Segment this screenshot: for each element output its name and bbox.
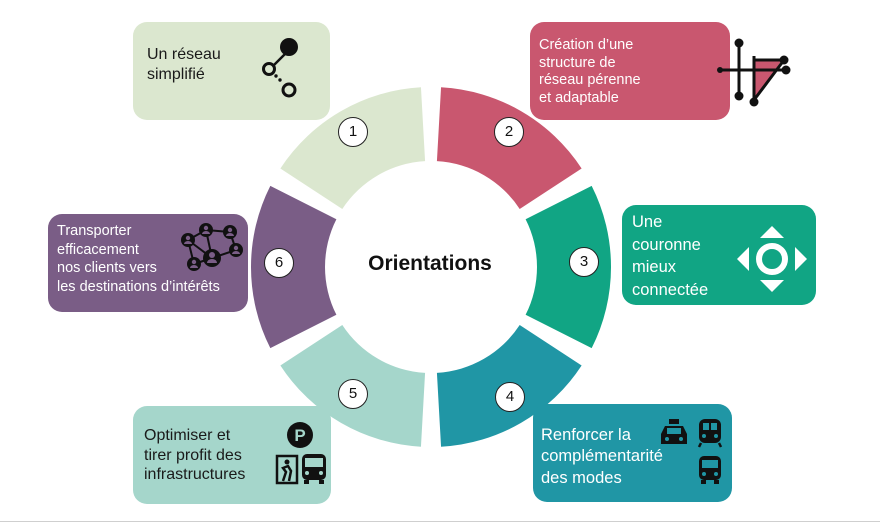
card-5-line: tirer profit des (144, 446, 242, 464)
card-2-line: réseau pérenne (539, 72, 641, 89)
card-3-text: Une couronne mieux connectée (632, 211, 708, 301)
card-1-text: Un réseau simplifié (147, 45, 221, 85)
card-3-line: Une (632, 213, 663, 231)
card-2-line: Création d’une (539, 37, 634, 53)
card-5-line: infrastructures (144, 466, 246, 484)
card-2-line: et adaptable (539, 90, 619, 107)
card-3-line: couronne (632, 235, 701, 254)
card-5-line: Optimiser et (144, 427, 231, 444)
segment-3 (525, 185, 612, 349)
card-6-line: les destinations d’intérêts (57, 278, 220, 295)
number-badge-5: 5 (338, 379, 368, 409)
card-1-line: Un réseau (147, 46, 221, 63)
people-network-icon (181, 223, 243, 271)
card-2-text: Création d’une structure de réseau péren… (539, 37, 641, 108)
network-simplified-icon (262, 38, 298, 98)
card-4-line: des modes (541, 468, 622, 487)
card-6-line: efficacement (57, 241, 139, 258)
card-2-line: structure de (539, 54, 616, 71)
card-1-line: simplifié (147, 66, 205, 83)
card-6-line: nos clients vers (57, 260, 157, 277)
svg-text:P: P (294, 426, 305, 445)
diagram-title: Orientations (368, 252, 492, 275)
card-3-line: connectée (632, 280, 709, 299)
card-4-line: complémentarité (541, 447, 663, 466)
card-1 (133, 22, 330, 120)
card-5-text: Optimiser et tirer profit des infrastruc… (144, 426, 245, 485)
card-3-line: mieux (632, 258, 677, 277)
card-6-line: Transporter (57, 223, 132, 239)
connected-ring-icon (737, 226, 807, 292)
network-structure-icon (717, 38, 791, 107)
card-4 (533, 404, 732, 502)
card-4-line: Renforcer la (541, 426, 631, 444)
segment-1 (280, 87, 426, 209)
infrastructure-icon: P (275, 422, 326, 485)
divider (0, 521, 880, 522)
card-4-text: Renforcer la complémentarité des modes (541, 425, 663, 489)
number-badge-1: 1 (338, 117, 368, 147)
number-badge-6: 6 (264, 248, 294, 278)
card-2 (530, 22, 730, 120)
number-badge-2: 2 (494, 117, 524, 147)
card-6-text: Transporter efficacement nos clients ver… (57, 222, 220, 296)
segment-6 (250, 185, 337, 349)
segment-2 (436, 87, 582, 209)
transport-modes-icon (661, 419, 723, 484)
number-badge-4: 4 (495, 382, 525, 412)
number-badge-3: 3 (569, 247, 599, 277)
